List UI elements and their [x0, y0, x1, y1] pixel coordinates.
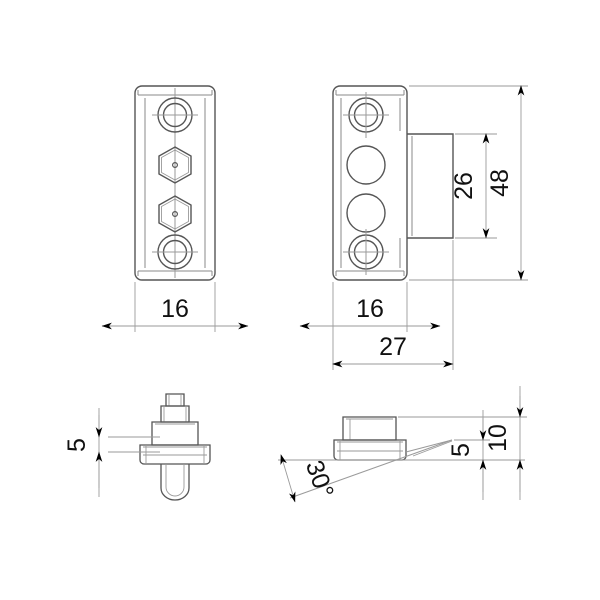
ramp-wedge-top — [405, 439, 453, 453]
side-through-hole-upper — [346, 145, 386, 185]
pin-shank-inner — [165, 464, 185, 497]
pin-collar — [151, 421, 199, 446]
front-hex-upper — [158, 146, 192, 184]
ramp-hypotenuse — [289, 439, 453, 499]
dimension-width-front: 16 — [101, 282, 249, 332]
dimension-label-ramp-angle: 30° — [300, 457, 339, 502]
front-hex-lower-inner — [161, 198, 189, 230]
dimension-label-depth-side: 27 — [379, 333, 407, 361]
dimension-depth-side: 27 — [332, 240, 454, 370]
ramp-block-base — [333, 439, 407, 461]
side-boss-outline — [407, 133, 454, 239]
dimension-overall-height: 48 — [409, 85, 528, 281]
pin-head — [160, 405, 190, 423]
dimension-ramp-step-height: 5 — [408, 410, 490, 500]
front-hex-lower-center-hole — [172, 211, 179, 218]
dimension-label-boss-height: 26 — [450, 172, 478, 200]
view-side — [332, 85, 454, 281]
dimension-label-width-side: 16 — [356, 295, 384, 323]
dimension-label-ramp-step: 5 — [447, 443, 475, 457]
pin-shank — [160, 464, 190, 501]
ramp-wedge-edge — [412, 440, 453, 457]
side-through-hole-lower — [346, 193, 386, 233]
dimension-ramp-total-height: 10 — [398, 386, 527, 500]
dimension-boss-height: 26 — [450, 133, 497, 239]
dimension-label-overall-height: 48 — [486, 169, 514, 197]
dimension-label-width-front: 16 — [161, 295, 189, 323]
front-hex-upper-inner — [161, 149, 189, 181]
dimension-pin-flange-thickness: 5 — [63, 408, 160, 497]
ramp-block-body — [342, 416, 397, 441]
dimension-label-ramp-total: 10 — [484, 424, 512, 452]
side-plate-outline — [332, 85, 408, 281]
front-hex-upper-center-hole — [172, 162, 179, 169]
view-front — [134, 85, 216, 281]
view-pin — [139, 393, 211, 501]
ramp-angle-dim-arc — [280, 454, 296, 503]
front-plate-outline — [134, 85, 216, 281]
front-hex-lower — [158, 195, 192, 233]
pin-flange — [139, 444, 211, 465]
dimension-width-side: 16 — [299, 282, 441, 370]
dimension-label-pin-flange: 5 — [63, 438, 91, 452]
